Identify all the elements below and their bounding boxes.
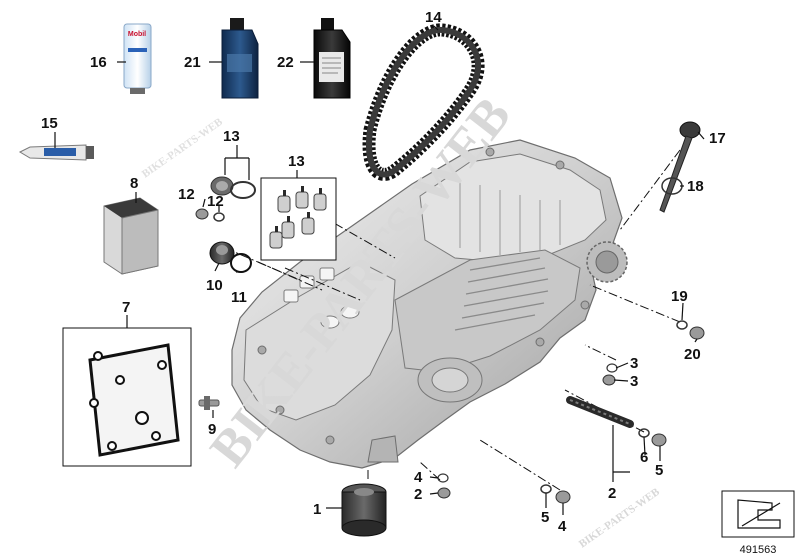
leader-lines	[54, 25, 705, 515]
gasket-box	[62, 327, 192, 467]
engine-housing	[231, 139, 628, 469]
filter-block	[103, 197, 159, 275]
callout-15: 18	[687, 178, 704, 195]
callout-16: 13	[288, 153, 305, 170]
grease-tube: Mobil	[123, 23, 152, 94]
callout-12-left: 12	[178, 186, 195, 203]
callout-3-right: 3	[630, 355, 638, 372]
callout-5-right: 6	[640, 449, 648, 466]
callout-11: 11	[231, 289, 247, 306]
callout-8: 8	[130, 175, 138, 192]
callout-13-left: 12	[207, 193, 224, 210]
callout-18: 14	[425, 9, 442, 26]
valve-group	[260, 177, 337, 261]
callout-12-right: 20	[684, 346, 701, 363]
drain-screw	[437, 473, 451, 499]
callout-9: 9	[208, 421, 216, 438]
callout-3-bottom: 4	[414, 469, 423, 486]
oil-bottle-blue	[221, 18, 259, 99]
screw-left	[195, 208, 225, 222]
oil-filter	[341, 483, 387, 537]
watermark-small-2: BIKE-PARTS-WEB	[577, 486, 663, 551]
callout-14: 17	[709, 130, 726, 147]
cover-with-gasket	[210, 176, 256, 199]
reference-number: 491563	[740, 544, 777, 556]
callout-13-right: 19	[671, 288, 688, 305]
dipstick	[659, 121, 701, 213]
reference-box: 491563	[721, 490, 795, 556]
drive-belt	[362, 23, 485, 181]
callout-17: 13	[223, 128, 240, 145]
callout-4-right: 5	[655, 462, 663, 479]
callout-2-bottom: 2	[414, 486, 422, 503]
callout-10: 10	[206, 277, 223, 294]
callout-19: 15	[41, 115, 58, 132]
callout-21: 21	[184, 54, 201, 71]
sealant-tube	[18, 144, 94, 161]
callout-5-bottom: 5	[541, 509, 549, 526]
oil-bottle-black	[313, 18, 351, 99]
callout-4-bottom: 4	[558, 518, 567, 535]
plug-oring	[209, 241, 252, 273]
callout-20: 16	[90, 54, 107, 71]
sensor	[198, 396, 220, 410]
callout-7: 7	[122, 299, 130, 316]
callout-2-right: 3	[630, 373, 638, 390]
callout-6: 2	[608, 485, 616, 502]
screw-right	[602, 320, 705, 386]
callout-1: 1	[313, 501, 321, 518]
callout-22: 22	[277, 54, 294, 71]
callout-numbers: 16 21 22 14 15 13 13 8 12 12 10 11 7 9 1…	[41, 9, 726, 535]
assembly-lines	[224, 149, 681, 491]
tube-brand: Mobil	[128, 31, 146, 38]
watermark-small: BIKE-PARTS-WEB	[140, 116, 226, 181]
